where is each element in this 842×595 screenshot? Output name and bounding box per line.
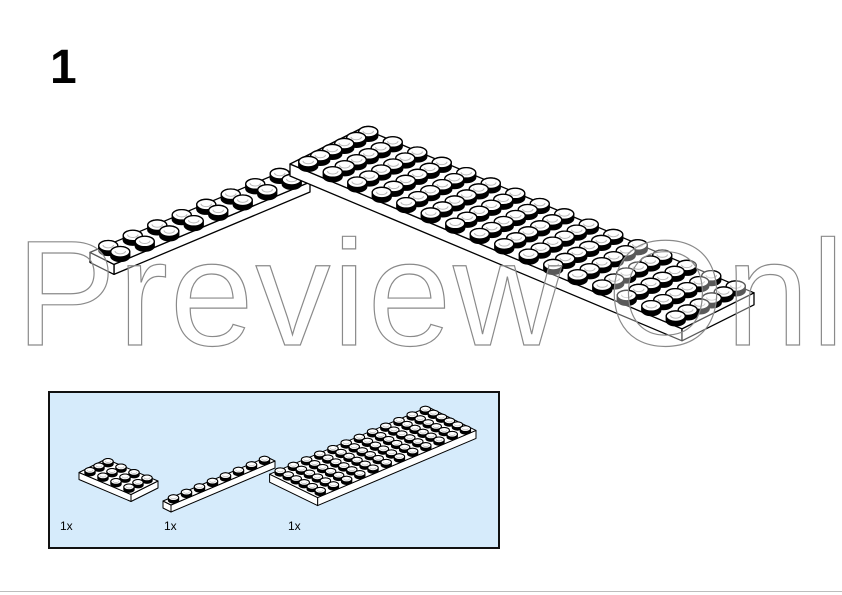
stud xyxy=(334,137,355,155)
stud xyxy=(159,225,180,242)
stud xyxy=(481,221,502,239)
stud xyxy=(445,217,466,234)
stud xyxy=(371,186,392,203)
part-quantity-2: 1x xyxy=(164,519,177,533)
stud xyxy=(128,469,140,479)
stud xyxy=(543,258,564,276)
stud xyxy=(390,439,403,450)
stud xyxy=(420,207,441,224)
stud xyxy=(425,432,437,442)
stud xyxy=(334,160,355,177)
stud xyxy=(419,405,432,416)
stud xyxy=(367,464,379,474)
stud xyxy=(567,269,588,286)
stud xyxy=(369,441,382,451)
part-plate-2x8 xyxy=(162,455,276,513)
stud xyxy=(282,471,294,481)
stud xyxy=(469,227,490,245)
stud xyxy=(115,463,127,473)
stud xyxy=(134,235,155,252)
stud xyxy=(180,488,193,499)
stud xyxy=(406,447,419,457)
stud xyxy=(219,472,232,482)
assembled-baseplate xyxy=(89,125,755,342)
stud xyxy=(396,196,417,214)
plate-front-face xyxy=(113,181,311,276)
stud xyxy=(530,242,551,259)
stud xyxy=(258,455,271,466)
stud xyxy=(327,481,340,491)
stud xyxy=(232,466,245,477)
stud xyxy=(419,162,440,179)
stud xyxy=(676,259,697,276)
stud xyxy=(306,482,318,493)
stud xyxy=(110,478,122,488)
stud xyxy=(314,486,326,497)
plate-front-face xyxy=(170,460,276,513)
stud xyxy=(97,472,109,482)
stud xyxy=(366,428,379,438)
stud xyxy=(290,475,302,485)
stud xyxy=(206,477,219,488)
stud xyxy=(592,279,613,296)
part-quantity-1: 1x xyxy=(60,519,73,533)
stud xyxy=(665,310,686,327)
stud xyxy=(518,248,539,265)
stud xyxy=(208,204,229,221)
stud xyxy=(372,454,384,465)
stud xyxy=(401,420,413,431)
stud xyxy=(132,479,144,489)
stud xyxy=(298,155,319,173)
stud xyxy=(330,458,342,468)
stud xyxy=(420,442,432,452)
stud xyxy=(641,299,662,317)
stud xyxy=(347,176,368,193)
stud xyxy=(322,166,343,183)
stud xyxy=(338,462,350,472)
stud xyxy=(93,462,105,472)
parts-list-panel: 1x 1x 1x xyxy=(48,391,500,549)
stud xyxy=(377,445,390,455)
parts-list-illustration xyxy=(78,405,477,513)
stud xyxy=(433,436,445,446)
stud xyxy=(193,483,206,493)
stud xyxy=(257,184,278,201)
stud xyxy=(106,468,118,478)
stud xyxy=(119,473,131,483)
part-quantity-3: 1x xyxy=(288,519,301,533)
stud xyxy=(494,238,515,255)
stud xyxy=(459,425,472,435)
stud xyxy=(141,474,153,484)
stud xyxy=(604,273,625,290)
stud xyxy=(245,461,258,471)
stud xyxy=(102,458,114,468)
plate-top-face xyxy=(162,456,276,506)
part-plate-4x6 xyxy=(78,458,159,502)
stud xyxy=(393,416,405,427)
stud xyxy=(412,438,424,448)
stud xyxy=(167,494,180,504)
stud xyxy=(438,426,450,437)
stud xyxy=(110,245,131,263)
footer-divider xyxy=(0,591,842,592)
stud xyxy=(380,458,392,469)
stud xyxy=(123,483,135,493)
stud xyxy=(183,214,204,232)
stud xyxy=(354,470,366,480)
stud xyxy=(84,467,96,477)
stud xyxy=(628,283,649,300)
step-number: 1 xyxy=(50,41,77,94)
stud xyxy=(232,194,253,211)
part-plate-6x12 xyxy=(269,405,477,507)
stud xyxy=(616,289,637,306)
stud xyxy=(393,453,406,463)
stud xyxy=(579,240,600,258)
stud xyxy=(446,430,458,441)
stud xyxy=(616,267,637,284)
stud xyxy=(340,475,353,485)
